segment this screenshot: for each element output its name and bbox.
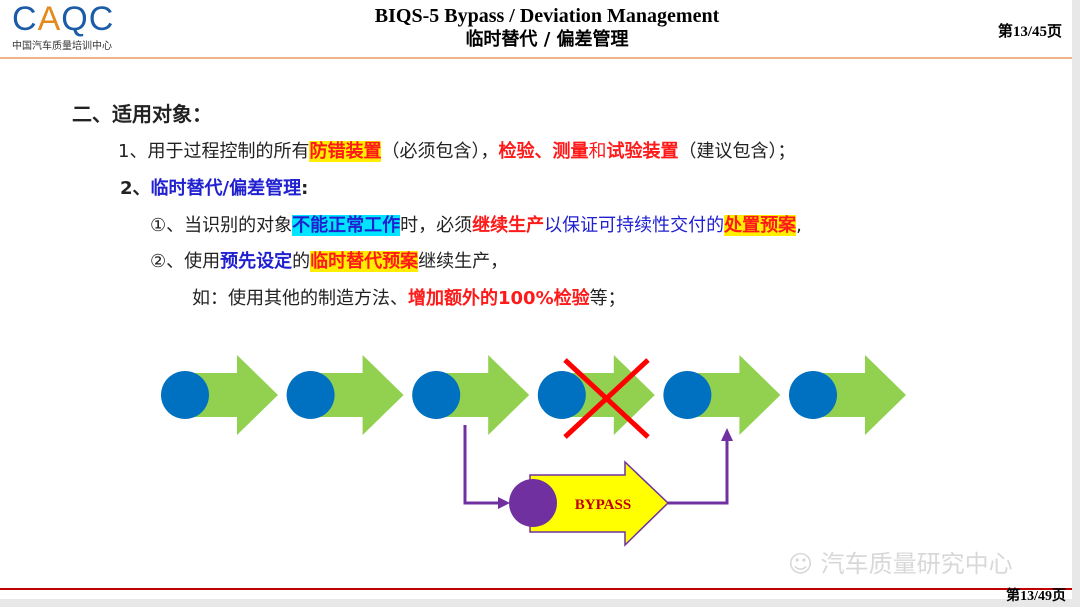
text: 2、 xyxy=(120,178,151,199)
text: 等； xyxy=(589,288,626,309)
bypass-arrow xyxy=(529,460,670,547)
arrowhead xyxy=(498,497,510,509)
emphasis: 继续生产 xyxy=(472,215,545,236)
item-1: 1、用于过程控制的所有防错装置（必须包含），检验、测量和试验装置（建议包含）； xyxy=(118,137,795,163)
process-step-arrow xyxy=(310,355,404,435)
process-step-circle xyxy=(789,371,837,419)
text: 继续生产， xyxy=(418,251,509,272)
footer-divider xyxy=(0,588,1072,590)
process-step-circle xyxy=(286,371,335,419)
text: （必须包含）， xyxy=(381,141,499,162)
process-step-arrow xyxy=(813,355,906,435)
process-step-arrow xyxy=(687,355,781,435)
emphasis: 试验装置 xyxy=(606,141,679,162)
bypass-label: BYPASS xyxy=(575,497,631,513)
bypass-return-connector xyxy=(668,440,729,505)
bypass-circle xyxy=(509,479,557,527)
bottom-border xyxy=(0,599,1080,607)
watermark-text: 汽车质量研究中心 xyxy=(820,550,1013,578)
process-step-circle xyxy=(161,371,209,419)
item-2-2: ②、使用预先设定的临时替代预案继续生产， xyxy=(150,247,508,273)
text: 和 xyxy=(588,141,607,162)
text: ②、使用 xyxy=(150,251,221,272)
emphasis: 检验、测量 xyxy=(498,141,589,162)
highlight: 处置预案 xyxy=(724,215,797,236)
process-step-arrow xyxy=(436,355,530,435)
watermark: ☺ 汽车质量研究中心 xyxy=(788,544,1013,579)
text: : xyxy=(301,178,309,199)
text: 的 xyxy=(292,251,311,272)
highlight: 防错装置 xyxy=(309,141,382,162)
caqc-logo: CAQC 中国汽车质量培训中心 xyxy=(12,2,114,52)
title-english: BIQS-5 Bypass / Deviation Management xyxy=(374,5,720,27)
highlight: 临时替代预案 xyxy=(310,251,419,272)
text: 以保证可持续性交付的 xyxy=(544,215,725,236)
text: 时，必须 xyxy=(400,215,473,236)
bypass-out-connector xyxy=(463,425,500,505)
right-border xyxy=(1072,0,1080,607)
emphasis: 增加额外的100%检验 xyxy=(408,288,590,309)
failed-step-cross-icon xyxy=(563,358,650,439)
example-line: 如：使用其他的制造方法、增加额外的100%检验等； xyxy=(192,284,626,310)
process-step-circle xyxy=(537,371,586,419)
slide-title: BIQS-5 Bypass / Deviation Management 临时替… xyxy=(0,4,1080,52)
text: ①、当识别的对象 xyxy=(150,215,293,236)
process-step-circle xyxy=(663,371,712,419)
text: （建议包含）； xyxy=(678,141,796,162)
section-heading: 二、适用对象： xyxy=(72,102,212,126)
text: 如：使用其他的制造方法、 xyxy=(192,288,408,309)
emphasis: 预先设定 xyxy=(220,251,293,272)
process-step-circle xyxy=(412,371,461,419)
footer-page-number: 第13/49页 xyxy=(1006,589,1066,604)
page-number: 第13/45页 xyxy=(997,24,1062,40)
logo-text: CAQC xyxy=(12,0,115,38)
item-2: 2、临时替代/偏差管理: xyxy=(120,174,308,200)
header-divider xyxy=(0,57,1072,59)
emphasis: 临时替代/偏差管理 xyxy=(150,178,302,199)
highlight: 不能正常工作 xyxy=(292,215,401,236)
title-chinese: 临时替代 / 偏差管理 xyxy=(465,29,629,50)
wechat-icon: ☺ xyxy=(788,550,814,578)
logo-subtitle: 中国汽车质量培训中心 xyxy=(12,41,112,52)
process-step-arrow xyxy=(185,355,278,435)
item-2-1: ①、当识别的对象不能正常工作时，必须继续生产以保证可持续性交付的处置预案, xyxy=(150,211,802,237)
text: 1、用于过程控制的所有 xyxy=(118,141,310,162)
arrowhead xyxy=(721,428,733,441)
text: , xyxy=(796,215,802,236)
